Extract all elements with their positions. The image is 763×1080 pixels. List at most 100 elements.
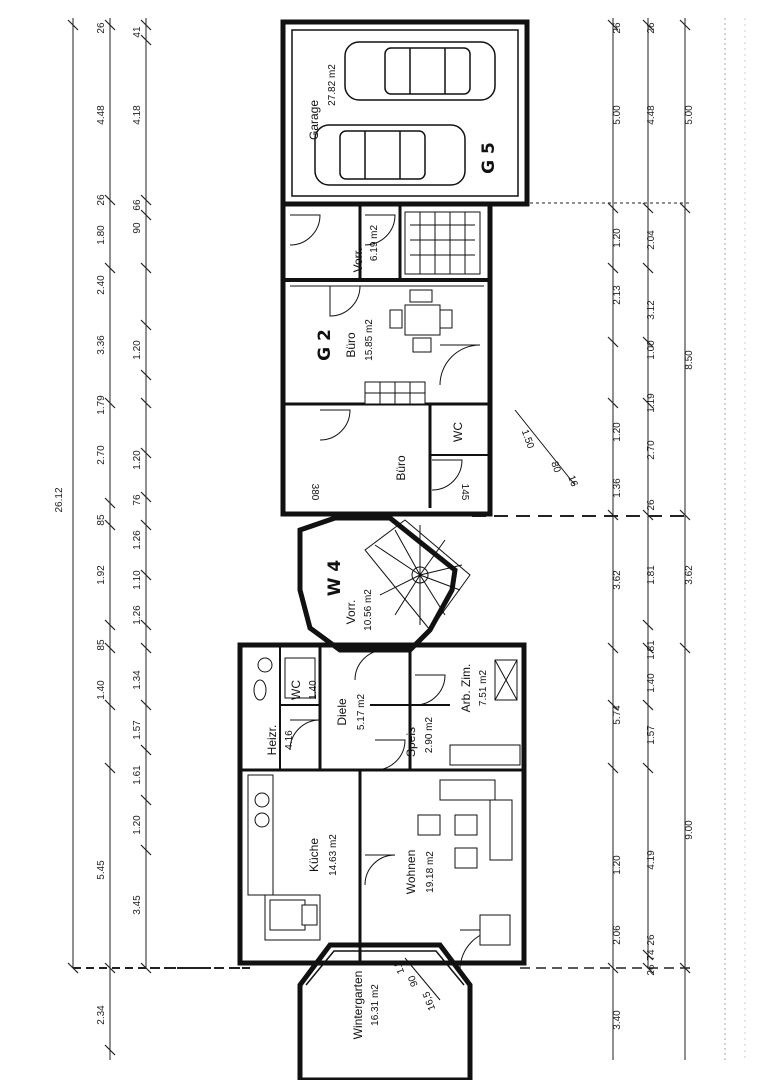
dimension-label: 1.79: [96, 395, 107, 415]
dimension-label: 4.48: [646, 105, 657, 125]
room-arb-area: 7.51 m2: [478, 669, 489, 706]
room-labels: Garage 27.82 m2 Vorr. 6.19 m2 Büro 15.85…: [265, 64, 489, 1040]
left-dimension-lines: [67, 18, 250, 1060]
room-diele-area: 5.17 m2: [356, 693, 367, 730]
garage-car-bottom: [314, 124, 466, 186]
room-wintergarten-area: 16.31 m2: [370, 984, 381, 1026]
room-wc-low-name: WC: [289, 680, 303, 700]
dimension-label: 1.57: [646, 725, 657, 745]
dimension-label: 1.36: [612, 478, 623, 498]
room-wohnen-name: Wohnen: [404, 850, 418, 894]
dimension-label: 76: [132, 494, 143, 506]
handwritten-labels: G 5 G 2 W 4: [315, 142, 499, 596]
dimension-label: 3.40: [612, 1010, 623, 1030]
dimension-label: 1.81: [646, 565, 657, 585]
room-kueche-name: Küche: [307, 838, 321, 872]
room-buero2-name: Büro: [394, 455, 408, 481]
room-garage-area: 27.82 m2: [327, 64, 338, 106]
dimension-label: 85: [96, 639, 107, 651]
dimension-label: 26: [612, 22, 623, 34]
dimension-label: 26: [646, 499, 657, 511]
dimension-label: 2.34: [96, 1005, 107, 1025]
room-wc-low-area: 1.40: [308, 680, 319, 700]
room-buero1-name: Büro: [344, 332, 358, 358]
room-speis-area: 2.90 m2: [424, 716, 435, 753]
dimension-label: 2.06: [612, 925, 623, 945]
dimension-label: 2.70: [96, 445, 107, 465]
dimension-label: 3.62: [684, 565, 695, 585]
dimension-label: 3.36: [96, 335, 107, 355]
label-16: 16: [565, 474, 579, 489]
dimension-label: 85: [96, 514, 107, 526]
handwritten-w4: W 4: [325, 560, 345, 597]
room-diele-name: Diele: [335, 698, 349, 726]
doors: [289, 214, 501, 971]
dimension-label: 1.26: [132, 605, 143, 625]
room-arb-name: Arb. Zim.: [459, 664, 473, 713]
dimension-label: 4.19: [646, 850, 657, 870]
label-15: 1.5: [392, 958, 407, 975]
dimension-label: 5.45: [96, 860, 107, 880]
walls: [237, 19, 530, 1080]
dimension-label: 1.20: [612, 422, 623, 442]
dimension-label: 74: [646, 949, 657, 961]
dimension-label: 5.00: [684, 105, 695, 125]
room-vorr-top-area: 6.19 m2: [369, 224, 380, 261]
dimension-label: 1.40: [96, 680, 107, 700]
room-wc-top-name: WC: [451, 422, 465, 442]
dimension-label: 1.00: [646, 340, 657, 360]
right-dimension-lines: [150, 18, 746, 1060]
left-dimension-text: 26.12 2.34 5.45 1.40 85 1.92 85 2.70 1.79 3.36 2.…: [54, 22, 143, 1025]
dimension-label: 1.34: [132, 670, 143, 690]
garage-car-top: [344, 41, 496, 101]
furniture: [247, 289, 521, 946]
dimension-label: 2.04: [646, 230, 657, 250]
dimension-label: 26: [96, 22, 107, 34]
dimension-label: 4.48: [96, 105, 107, 125]
dimension-label: 41: [132, 26, 143, 38]
dimension-label: 1.61: [132, 765, 143, 785]
dimension-label: 1.19: [646, 393, 657, 413]
dimension-label: 1.57: [132, 720, 143, 740]
dimension-label: 1.20: [132, 815, 143, 835]
dimension-label: 1.40: [646, 673, 657, 693]
room-garage-name: Garage: [307, 100, 321, 140]
dimension-label: 1.26: [132, 530, 143, 550]
dimension-label: 1.81: [646, 640, 657, 660]
dim-total: 26.12: [54, 487, 65, 512]
spiral-stair: [364, 519, 471, 631]
dimension-label: 90: [132, 222, 143, 234]
room-vorr-top-name: Vorr.: [351, 248, 365, 273]
room-vorr-mid-area: 10.56 m2: [363, 589, 374, 631]
room-kueche-area: 14.63 m2: [328, 834, 339, 876]
label-80: 80: [548, 460, 562, 475]
dimension-label: 2.70: [646, 440, 657, 460]
dimension-label: 26: [646, 964, 657, 976]
dimension-label: 1.92: [96, 565, 107, 585]
right-dimension-text: 3.402.061.205.743.621.361.202.131.205.00…: [612, 22, 695, 1030]
room-heizr-area: 4.16: [284, 730, 295, 750]
dimension-label: 5.00: [612, 105, 623, 125]
dimension-label: 1.20: [612, 228, 623, 248]
handwritten-g2: G 2: [315, 329, 335, 361]
dimension-label: 3.62: [612, 570, 623, 590]
room-heizr-name: Heizr.: [265, 725, 279, 756]
dimension-label: 5.74: [612, 705, 623, 725]
staircase-upper: [404, 211, 481, 275]
dimension-label: 2.40: [96, 275, 107, 295]
label-145: 145: [459, 484, 470, 501]
label-165: 16,5: [421, 989, 438, 1011]
room-buero1-area: 15.85 m2: [364, 319, 375, 361]
dimension-label: 26: [96, 194, 107, 206]
dimension-label: 1.20: [132, 340, 143, 360]
dimension-label: 1.20: [132, 450, 143, 470]
room-vorr-mid-name: Vorr.: [344, 600, 358, 625]
room-wohnen-area: 19.18 m2: [425, 851, 436, 893]
dimension-label: 8.50: [684, 350, 695, 370]
dimension-label: 26: [646, 22, 657, 34]
dimension-label: 1.10: [132, 570, 143, 590]
room-speis-name: Speis: [404, 727, 418, 757]
dimension-label: 66: [132, 199, 143, 211]
dimension-label: 1.20: [612, 855, 623, 875]
